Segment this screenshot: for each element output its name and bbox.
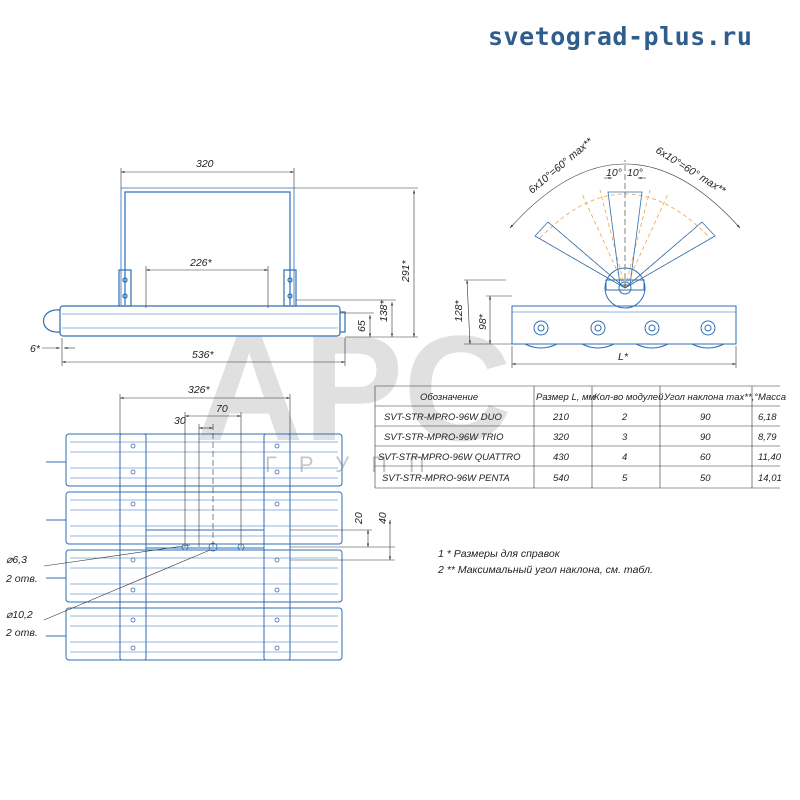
angle-left-label: 6x10°=60° max** [526, 135, 596, 196]
cell-designation: SVT-STR-MPRO-96W DUO [384, 412, 502, 423]
dim-65: 65 [356, 320, 368, 332]
cell-angle: 90 [700, 412, 711, 423]
dim-326: 326* [188, 384, 211, 396]
end-view-dims [464, 279, 737, 368]
cell-mass: 14,01 [758, 473, 782, 484]
site-url[interactable]: svetograd-plus.ru [488, 22, 753, 51]
cell-size: 430 [553, 452, 570, 463]
table-row: SVT-STR-MPRO-96W PENTA 540 5 50 14,01 [382, 473, 782, 484]
cell-modules: 5 [622, 473, 628, 484]
cell-size: 320 [553, 432, 570, 443]
th-modules: Кол-во модулей [594, 392, 664, 403]
note-1: 1 * Размеры для справок [438, 548, 561, 560]
cell-angle: 90 [700, 432, 711, 443]
dim-L: L* [618, 351, 629, 363]
cell-designation: SVT-STR-MPRO-96W PENTA [382, 473, 510, 484]
note-2: 2 ** Максимальный угол наклона, см. табл… [437, 564, 653, 576]
end-view [509, 160, 741, 349]
side-view-dims [42, 168, 418, 366]
cell-designation: SVT-STR-MPRO-96W QUATTRO [378, 452, 521, 463]
dim-6: 6* [30, 343, 41, 355]
dim-30: 30 [174, 415, 186, 427]
cell-modules: 2 [621, 412, 628, 423]
top-view [46, 433, 343, 661]
th-mass: Масса [758, 392, 786, 403]
dim-40: 40 [377, 512, 389, 524]
angle-10-left: 10° [606, 167, 622, 179]
dim-320: 320 [196, 158, 214, 170]
dim-20: 20 [353, 512, 365, 525]
cell-size: 210 [552, 412, 570, 423]
side-view [43, 187, 346, 337]
table-row: SVT-STR-MPRO-96W TRIO 320 3 90 8,79 [384, 432, 777, 443]
dim-70: 70 [216, 403, 228, 415]
hole-small-diameter: ⌀6,3 [6, 554, 27, 566]
cell-mass: 8,79 [758, 432, 777, 443]
dim-226: 226* [189, 257, 213, 269]
table-row: SVT-STR-MPRO-96W QUATTRO 430 4 60 11,40 [378, 452, 782, 463]
cell-angle: 60 [700, 452, 711, 463]
cell-modules: 4 [622, 452, 627, 463]
cell-modules: 3 [622, 432, 628, 443]
dim-128: 128* [453, 299, 465, 322]
angle-10-right: 10° [627, 167, 643, 179]
watermark-main: APC [195, 304, 512, 472]
hole-small-qty: 2 отв. [5, 573, 38, 585]
hole-large-diameter: ⌀10,2 [6, 609, 33, 621]
dim-291: 291* [400, 259, 412, 283]
hole-large-qty: 2 отв. [5, 627, 38, 639]
cell-designation: SVT-STR-MPRO-96W TRIO [384, 432, 504, 443]
dim-536: 536* [192, 349, 215, 361]
cell-mass: 6,18 [758, 412, 777, 423]
dim-98: 98* [477, 313, 489, 330]
th-angle: Угол наклона max**,° [663, 392, 758, 403]
top-view-dims [43, 394, 395, 621]
th-designation: Обозначение [420, 392, 478, 403]
table-header: Обозначение Размер L, мм Кол-во модулей … [420, 392, 786, 403]
cell-angle: 50 [700, 473, 711, 484]
cell-mass: 11,40 [758, 452, 782, 463]
watermark-sub: ГРУПП [265, 452, 447, 477]
dim-138: 138* [378, 299, 390, 322]
table-row: SVT-STR-MPRO-96W DUO 210 2 90 6,18 [384, 412, 777, 423]
spec-table [374, 385, 780, 489]
cell-size: 540 [553, 473, 570, 484]
angle-right-label: 6x10°=60° max** [653, 144, 728, 197]
th-size: Размер L, мм [536, 392, 596, 403]
